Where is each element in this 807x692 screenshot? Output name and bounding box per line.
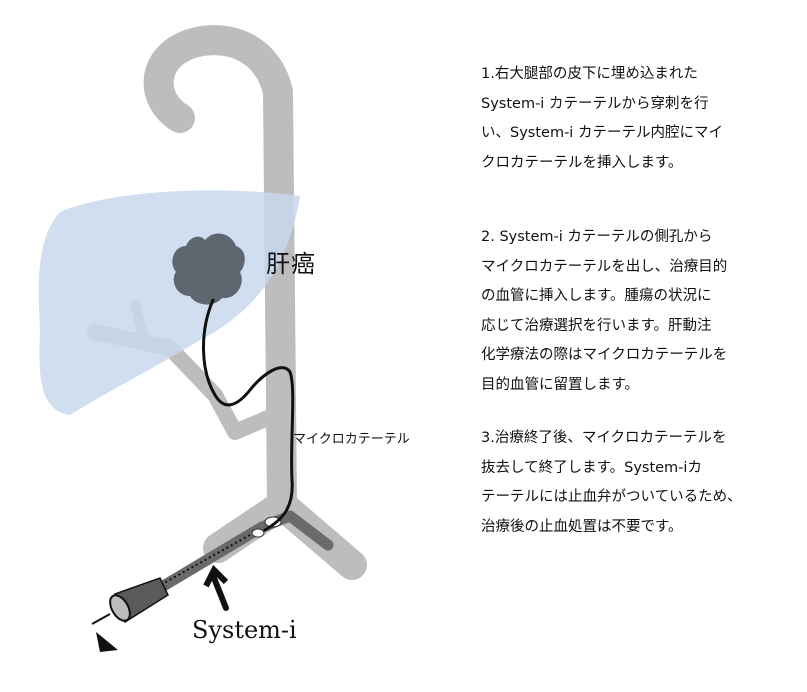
- aorta-vessel: [143, 25, 297, 520]
- step-line: 治療後の止血処置は不要です。: [481, 518, 683, 535]
- system-i-arrow-shaft: [211, 575, 229, 611]
- system-i-label: System-i: [192, 616, 297, 644]
- step-line: 抜去して終了します。System-iカ: [481, 459, 702, 476]
- step-line: 応じて治療選択を行います。肝動注: [481, 317, 712, 334]
- system-i-arrow-head: [203, 564, 229, 588]
- step-line: 目的血管に留置します。: [481, 376, 640, 393]
- step-line: クロカテーテルを挿入します。: [481, 154, 683, 171]
- liver-shape: [38, 190, 301, 415]
- step-line: の血管に挿入します。腫瘍の状況に: [481, 288, 712, 304]
- microcatheter-label: マイクロカテーテル: [293, 432, 410, 447]
- needle-line: [91, 613, 111, 625]
- step-line: マイクロカテーテルを出し、治療目的: [481, 258, 728, 275]
- step-1: 1.右大腿部の皮下に埋め込まれた System-i カテーテルから穿刺を行 い、…: [481, 60, 781, 178]
- catheter-diagram: [38, 25, 367, 652]
- microcatheter-line: [202, 298, 295, 532]
- liver-cancer-label: 肝癌: [266, 250, 316, 278]
- step-3: 3.治療終了後、マイクロカテーテルを 抜去して終了します。System-iカ テ…: [481, 424, 781, 542]
- step-line: い、System-i カテーテル内腔にマイ: [481, 125, 723, 141]
- side-hole: [251, 528, 265, 538]
- step-line: 3.治療終了後、マイクロカテーテルを: [481, 430, 727, 446]
- step-line: 1.右大腿部の皮下に埋め込まれた: [481, 66, 698, 82]
- side-hole: [264, 516, 282, 528]
- step-line: System-i カテーテルから穿刺を行: [481, 95, 709, 112]
- step-line: テーテルには止血弁がついているため、: [481, 489, 742, 505]
- hub-end: [109, 594, 131, 622]
- procedure-steps: 1.右大腿部の皮下に埋め込まれた System-i カテーテルから穿刺を行 い、…: [481, 60, 781, 564]
- step-line: 2. System-i カテーテルの側孔から: [481, 229, 713, 245]
- step-line: 化学療法の際はマイクロカテーテルを: [481, 347, 728, 363]
- needle-arrowhead: [96, 632, 118, 652]
- step-2: 2. System-i カテーテルの側孔から マイクロカテーテルを出し、治療目的…: [481, 223, 781, 400]
- tumor-shape: [172, 233, 245, 305]
